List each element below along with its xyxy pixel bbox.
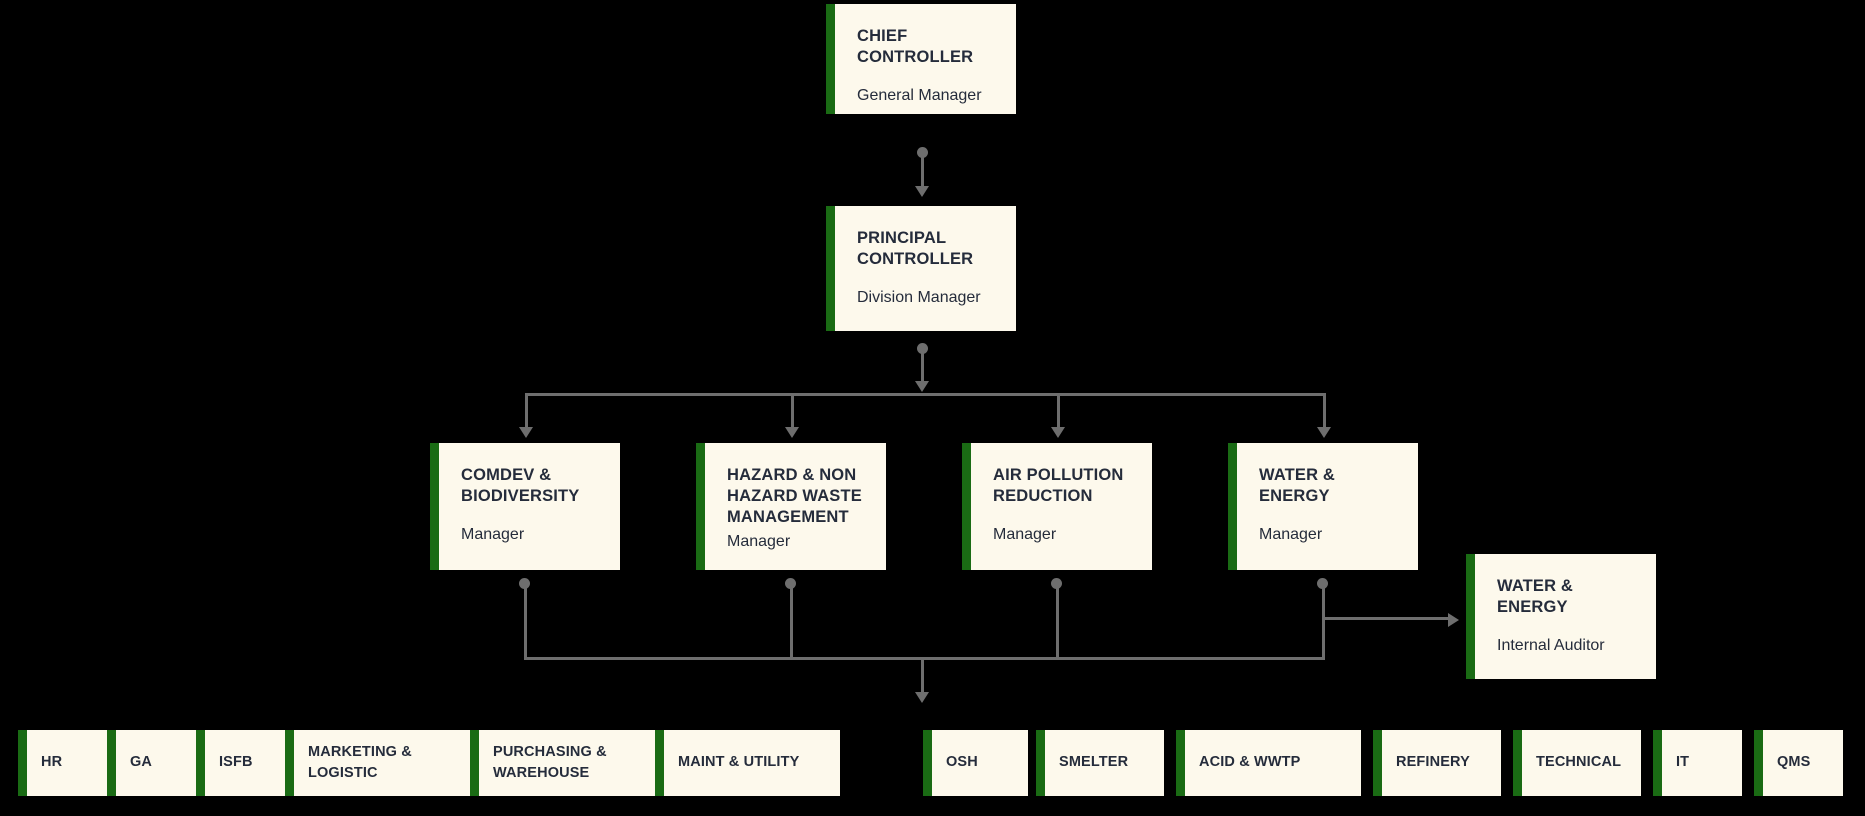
dept-label: HR — [41, 754, 63, 771]
node-title: CHIEF CONTROLLER — [857, 27, 974, 67]
dept-box-marketing-logistic[interactable]: MARKETING & LOGISTIC — [285, 730, 470, 796]
dept-box-smelter[interactable]: SMELTER — [1036, 730, 1164, 796]
dept-label: QMS — [1777, 754, 1811, 771]
connector-chief-to-principal — [921, 152, 924, 190]
dept-box-refinery[interactable]: REFINERY — [1373, 730, 1501, 796]
node-title: PRINCIPAL CONTROLLER — [857, 229, 974, 269]
dept-box-maint-utility[interactable]: MAINT & UTILITY — [655, 730, 840, 796]
node-comdev-biodiversity[interactable]: COMDEV & BIODIVERSITY Manager — [430, 443, 620, 570]
dept-label: MAINT & UTILITY — [678, 754, 800, 771]
dept-box-isfb[interactable]: ISFB — [196, 730, 285, 796]
dept-label: OSH — [946, 754, 978, 771]
dept-label: PURCHASING & WAREHOUSE — [493, 743, 607, 781]
dept-label: TECHNICAL — [1536, 754, 1622, 771]
node-air-pollution-reduction[interactable]: AIR POLLUTION REDUCTION Manager — [962, 443, 1152, 570]
connector-water-to-auditor — [1322, 617, 1450, 620]
node-title: AIR POLLUTION REDUCTION — [993, 466, 1124, 506]
dept-box-purchasing-warehouse[interactable]: PURCHASING & WAREHOUSE — [470, 730, 655, 796]
drop-line-comdev — [525, 393, 528, 433]
dept-label: GA — [130, 754, 153, 771]
node-title: HAZARD & NON HAZARD WASTE MANAGEMENT — [727, 466, 862, 527]
dept-label: ACID & WWTP — [1199, 754, 1301, 771]
node-subtitle: Manager — [461, 526, 525, 544]
node-subtitle: Division Manager — [857, 289, 981, 307]
arrow-to-internal-auditor — [1448, 613, 1459, 627]
node-subtitle: Manager — [1259, 526, 1323, 544]
node-principal-controller[interactable]: PRINCIPAL CONTROLLER Division Manager — [826, 206, 1016, 331]
dept-label: ISFB — [219, 754, 253, 771]
dept-box-hr[interactable]: HR — [18, 730, 107, 796]
arrow-to-hazard — [785, 427, 799, 438]
riser-hazard-out — [790, 583, 793, 660]
dept-label: IT — [1676, 754, 1690, 771]
node-title: WATER & ENERGY — [1259, 466, 1336, 506]
riser-water-out — [1322, 583, 1325, 660]
dept-label: SMELTER — [1059, 754, 1129, 771]
distribution-bus-level3 — [525, 393, 1326, 396]
merge-bus-departments — [524, 657, 1325, 660]
dept-box-acid-wwtp[interactable]: ACID & WWTP — [1176, 730, 1361, 796]
node-subtitle: Manager — [727, 533, 791, 551]
drop-line-water — [1323, 393, 1326, 433]
dept-box-ga[interactable]: GA — [107, 730, 196, 796]
arrow-to-air — [1051, 427, 1065, 438]
node-water-energy-internal-auditor[interactable]: WATER & ENERGY Internal Auditor — [1466, 554, 1656, 679]
drop-line-hazard — [791, 393, 794, 433]
node-subtitle: Manager — [993, 526, 1057, 544]
node-hazard-waste-management[interactable]: HAZARD & NON HAZARD WASTE MANAGEMENT Man… — [696, 443, 886, 570]
node-water-energy-manager[interactable]: WATER & ENERGY Manager — [1228, 443, 1418, 570]
arrow-to-comdev — [519, 427, 533, 438]
riser-air-out — [1056, 583, 1059, 660]
arrow-to-water — [1317, 427, 1331, 438]
dept-label: REFINERY — [1396, 754, 1470, 771]
dept-box-it[interactable]: IT — [1653, 730, 1742, 796]
node-subtitle: Internal Auditor — [1497, 637, 1605, 655]
riser-comdev-out — [524, 583, 527, 660]
node-title: WATER & ENERGY — [1497, 577, 1574, 617]
arrow-principal-down — [915, 381, 929, 392]
connector-principal-down — [921, 348, 924, 384]
dept-box-osh[interactable]: OSH — [923, 730, 1028, 796]
node-chief-controller[interactable]: CHIEF CONTROLLER General Manager — [826, 4, 1016, 114]
node-title: COMDEV & BIODIVERSITY — [461, 466, 580, 506]
arrow-to-departments — [915, 692, 929, 703]
dept-box-technical[interactable]: TECHNICAL — [1513, 730, 1641, 796]
connector-merge-to-departments — [921, 657, 924, 697]
arrow-chief-to-principal — [915, 186, 929, 197]
drop-line-air — [1057, 393, 1060, 433]
dept-label: MARKETING & LOGISTIC — [308, 743, 412, 781]
dept-box-qms[interactable]: QMS — [1754, 730, 1843, 796]
node-subtitle: General Manager — [857, 87, 982, 105]
